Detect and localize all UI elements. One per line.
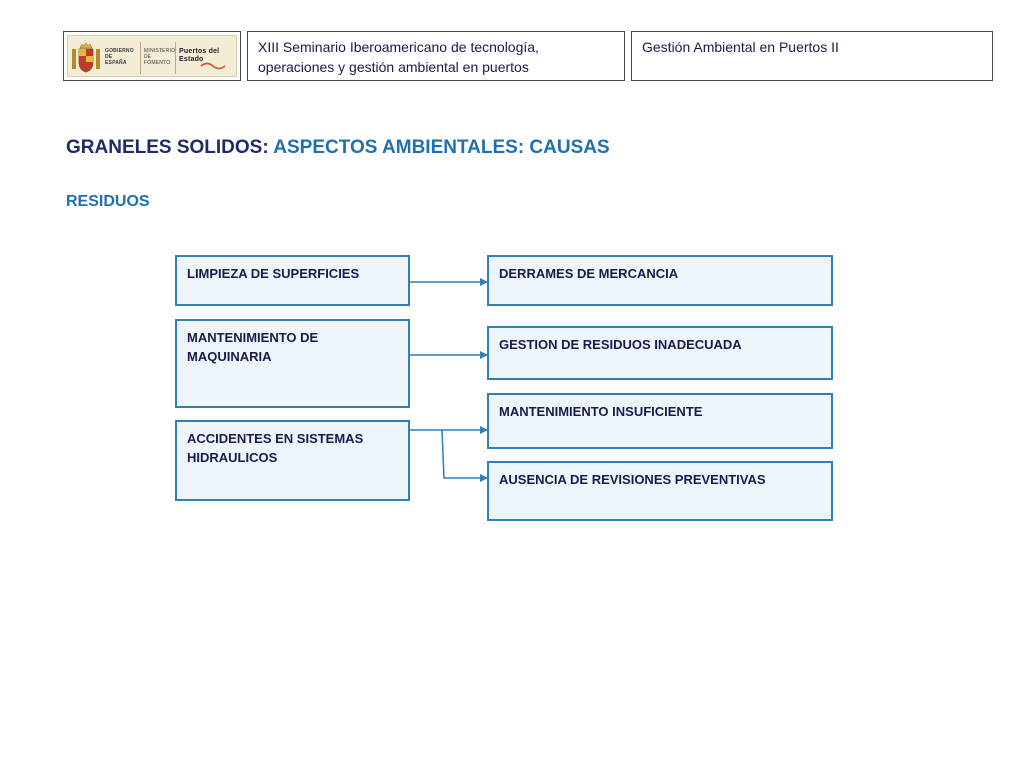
node-label: AUSENCIA DE REVISIONES PREVENTIVAS — [499, 472, 766, 487]
course-title-box: Gestión Ambiental en Puertos II — [631, 31, 993, 81]
logo-divider — [140, 42, 141, 74]
logo-agency-text: Puertos del Estado — [179, 48, 220, 63]
coat-of-arms-icon — [72, 42, 100, 73]
course-title: Gestión Ambiental en Puertos II — [642, 39, 839, 55]
page-title-topic: GRANELES SOLIDOS: — [66, 137, 269, 158]
cause-node-mantenimiento-maquinaria: MANTENIMIENTO DE MAQUINARIA — [175, 319, 410, 408]
seminar-title: XIII Seminario Iberoamericano de tecnolo… — [258, 39, 539, 75]
effect-node-mantenimiento-insuficiente: MANTENIMIENTO INSUFICIENTE — [487, 393, 833, 449]
effect-node-derrames-mercancia: DERRAMES DE MERCANCIA — [487, 255, 833, 306]
logo-ministry-text: MINISTERIO DE FOMENTO — [144, 48, 176, 66]
cause-node-accidentes-hidraulicos: ACCIDENTES EN SISTEMAS HIDRAULICOS — [175, 420, 410, 501]
effect-node-gestion-residuos: GESTION DE RESIDUOS INADECUADA — [487, 326, 833, 380]
node-label: MANTENIMIENTO DE MAQUINARIA — [187, 330, 319, 364]
logo-panel: GOBIERNO DE ESPAÑA MINISTERIO DE FOMENTO… — [67, 35, 237, 77]
header-logo: GOBIERNO DE ESPAÑA MINISTERIO DE FOMENTO… — [63, 31, 241, 81]
logo-divider — [175, 42, 176, 74]
cause-node-limpieza-superficies: LIMPIEZA DE SUPERFICIES — [175, 255, 410, 306]
seminar-title-box: XIII Seminario Iberoamericano de tecnolo… — [247, 31, 625, 81]
arrow-accidentes-to-ausencia — [441, 429, 488, 482]
page-title-subject: ASPECTOS AMBIENTALES: CAUSAS — [273, 137, 610, 158]
section-label: RESIDUOS — [66, 193, 150, 210]
node-label: DERRAMES DE MERCANCIA — [499, 266, 679, 281]
wave-icon — [200, 62, 226, 70]
effect-node-ausencia-revisiones: AUSENCIA DE REVISIONES PREVENTIVAS — [487, 461, 833, 521]
node-label: ACCIDENTES EN SISTEMAS HIDRAULICOS — [187, 431, 364, 465]
node-label: GESTION DE RESIDUOS INADECUADA — [499, 337, 742, 352]
node-label: LIMPIEZA DE SUPERFICIES — [187, 266, 360, 281]
page-title: GRANELES SOLIDOS: ASPECTOS AMBIENTALES: … — [66, 136, 610, 160]
logo-government-text: GOBIERNO DE ESPAÑA — [105, 48, 134, 66]
node-label: MANTENIMIENTO INSUFICIENTE — [499, 404, 703, 419]
